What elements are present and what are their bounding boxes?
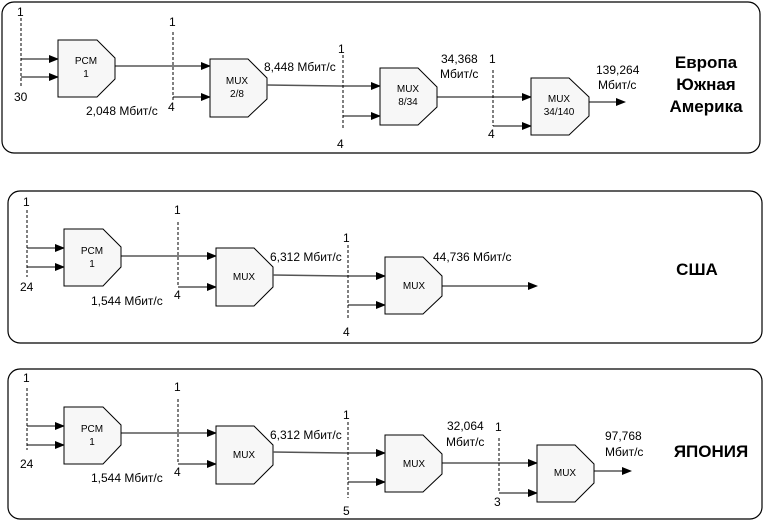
pcm-sub: 1: [83, 69, 89, 80]
mux-label: MUX: [548, 94, 571, 105]
mux2-input-bottom-label: 4: [343, 325, 350, 339]
mux2-input-bottom-label: 4: [337, 137, 344, 151]
mux2-rate-unit: Мбит/с: [440, 67, 478, 81]
mux-label: MUX: [226, 76, 249, 87]
mux3-input-top-label: 1: [495, 420, 502, 434]
mux3-input-bottom-label: 3: [494, 495, 501, 509]
region-label-line3: Америка: [669, 97, 743, 116]
mux-block: MUX: [215, 425, 274, 485]
mux3-input-bottom-label: 4: [488, 127, 495, 141]
region-label-line2: Южная: [676, 75, 735, 94]
pcm-input-top-label: 1: [23, 371, 30, 385]
mux1-input-bottom-label: 4: [174, 465, 181, 479]
mux3-rate-value: 97,768: [605, 429, 642, 443]
mux2-input-top-label: 1: [343, 231, 350, 245]
mux3-rate-value: 139,264: [596, 63, 640, 77]
mux3-input-top-label: 1: [489, 52, 496, 66]
mux1-rate: 6,312 Мбит/с: [270, 428, 342, 442]
mux1-input-top-label: 1: [169, 15, 176, 29]
mux-label: MUX: [233, 450, 256, 461]
mux-8-34-block: MUX 8/34: [379, 67, 438, 126]
pcm-rate: 1,544 Мбит/с: [91, 471, 163, 485]
mux-label: MUX: [554, 468, 577, 479]
pcm-block: PCM 1: [57, 39, 116, 98]
mux-label: MUX: [403, 459, 426, 470]
mux1-rate: 6,312 Мбит/с: [270, 250, 342, 264]
mux2-input-bottom-label: 5: [343, 504, 350, 518]
link-line: [272, 451, 346, 454]
mux1-input-top-label: 1: [174, 380, 181, 394]
pcm-label: PCM: [81, 424, 103, 435]
mux-block: MUX: [215, 247, 274, 307]
mux1-rate: 8,448 Мбит/с: [264, 60, 336, 74]
mux-block: MUX: [384, 434, 443, 493]
mux3-rate-unit: Мбит/с: [605, 445, 643, 459]
pcm-input-bottom-label: 30: [14, 90, 28, 104]
mux1-input-bottom-label: 4: [174, 288, 181, 302]
link-line: [266, 84, 341, 87]
mux-label: MUX: [397, 84, 420, 95]
mux-block: MUX: [384, 256, 443, 315]
mux-sub: 8/34: [398, 97, 418, 108]
mux1-input-bottom-label: 4: [168, 100, 175, 114]
mux3-rate-unit: Мбит/с: [598, 78, 636, 92]
mux2-rate-value: 32,064: [447, 419, 484, 433]
pcm-input-top-label: 1: [17, 5, 24, 19]
mux-sub: 34/140: [544, 107, 575, 118]
mux2-rate-value: 34,368: [441, 52, 478, 66]
pcm-rate: 2,048 Мбит/с: [86, 104, 158, 118]
panel-europe: 1 30 PCM 1 2,048 Мбит/с 1 4 MUX 2/8 8,44…: [1, 1, 761, 154]
pcm-block: PCM 1: [63, 406, 122, 465]
pcm-input-bottom-label: 24: [20, 457, 34, 471]
region-label-line1: Европа: [675, 53, 738, 72]
pcm-label: PCM: [75, 56, 97, 67]
mux-34-140-block: MUX 34/140: [530, 77, 590, 136]
panel-japan: 1 24 PCM 1 1,544 Мбит/с 1 4 MUX 6,312 Мб…: [7, 368, 763, 520]
mux2-rate-unit: Мбит/с: [446, 435, 484, 449]
pcm-input-top-label: 1: [23, 195, 30, 209]
pcm-label: PCM: [81, 246, 103, 257]
panel-usa: 1 24 PCM 1 1,544 Мбит/с 1 4 MUX 6,312 Мб…: [7, 190, 763, 344]
mux1-input-top-label: 1: [174, 203, 181, 217]
region-label: ЯПОНИЯ: [674, 442, 748, 461]
pcm-rate: 1,544 Мбит/с: [91, 294, 163, 308]
mux-2-8-block: MUX 2/8: [209, 58, 268, 118]
mux-label: MUX: [233, 272, 256, 283]
mux2-rate: 44,736 Мбит/с: [433, 250, 511, 264]
pcm-sub: 1: [89, 259, 95, 270]
pcm-block: PCM 1: [63, 228, 122, 287]
mux-sub: 2/8: [230, 89, 244, 100]
pcm-input-bottom-label: 24: [20, 280, 34, 294]
region-label: США: [676, 260, 718, 279]
link-line: [272, 274, 346, 277]
mux-label: MUX: [403, 281, 426, 292]
mux2-input-top-label: 1: [343, 408, 350, 422]
mux2-input-top-label: 1: [338, 42, 345, 56]
pcm-sub: 1: [89, 437, 95, 448]
mux-block: MUX: [536, 444, 595, 503]
